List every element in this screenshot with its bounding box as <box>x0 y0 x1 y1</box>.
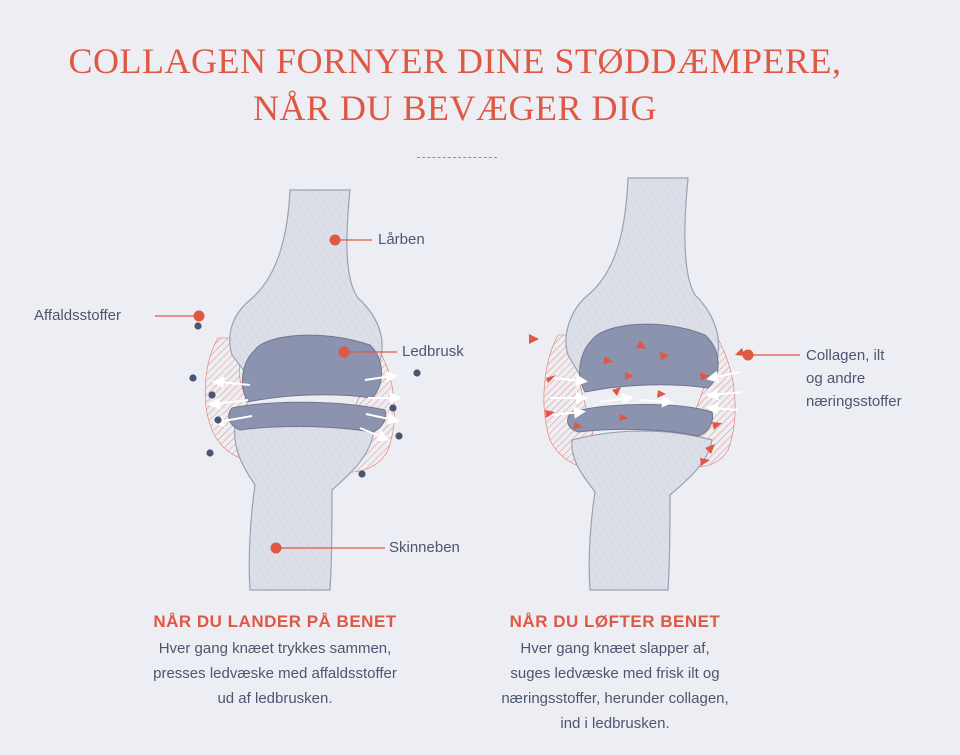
right-femur-cartilage <box>579 323 719 393</box>
left-caption-text: Hver gang knæet trykkes sammen, presses … <box>105 636 445 711</box>
left-caption-line-3: ud af ledbrusken. <box>217 690 333 707</box>
label-nutrients-line-2: og andre <box>806 370 866 387</box>
left-caption-line-2: presses ledvæske med affaldsstoffer <box>153 665 397 682</box>
right-caption: NÅR DU LØFTER BENET Hver gang knæet slap… <box>450 610 780 736</box>
title-line-1: COLLAGEN FORNYER DINE STØDDÆMPERE, <box>68 41 842 81</box>
left-femur-cartilage <box>241 334 382 403</box>
label-nutrients-line-3: næringsstoffer <box>806 393 902 410</box>
left-caption: NÅR DU LANDER PÅ BENET Hver gang knæet t… <box>105 610 445 711</box>
right-caption-text: Hver gang knæet slapper af, suges ledvæs… <box>450 636 780 736</box>
right-caption-heading: NÅR DU LØFTER BENET <box>509 612 721 631</box>
right-tibia-cartilage <box>567 404 714 437</box>
right-caption-line-2: suges ledvæske med frisk ilt og <box>510 665 720 682</box>
label-nutrients-line-1: Collagen, ilt <box>806 347 885 364</box>
left-knee <box>155 189 421 591</box>
left-label-pointers <box>155 234 397 554</box>
label-cartilage: Ledbrusk <box>402 343 464 360</box>
label-waste: Affaldsstoffer <box>34 307 121 324</box>
label-nutrients: Collagen, ilt og andre næringsstoffer <box>806 344 902 413</box>
left-outflow-arrows <box>208 370 402 442</box>
right-caption-line-3: næringsstoffer, herunder collagen, <box>501 690 729 707</box>
right-inflow-arrows <box>550 370 743 419</box>
left-caption-line-1: Hver gang knæet trykkes sammen, <box>158 640 392 657</box>
left-waste-dots <box>189 322 421 478</box>
right-caption-line-4: ind i ledbrusken. <box>560 715 670 732</box>
right-nutrient-arrows <box>529 334 745 466</box>
title-divider <box>417 157 497 158</box>
right-caption-line-1: Hver gang knæet slapper af, <box>520 640 710 657</box>
right-label-pointers <box>742 349 800 361</box>
title-line-2: NÅR DU BEVÆGER DIG <box>253 88 657 128</box>
label-tibia: Skinneben <box>389 539 460 556</box>
label-femur: Lårben <box>378 231 425 248</box>
left-caption-heading: NÅR DU LANDER PÅ BENET <box>153 612 397 631</box>
page-title: COLLAGEN FORNYER DINE STØDDÆMPERE, NÅR D… <box>0 38 910 132</box>
right-knee <box>529 177 800 591</box>
